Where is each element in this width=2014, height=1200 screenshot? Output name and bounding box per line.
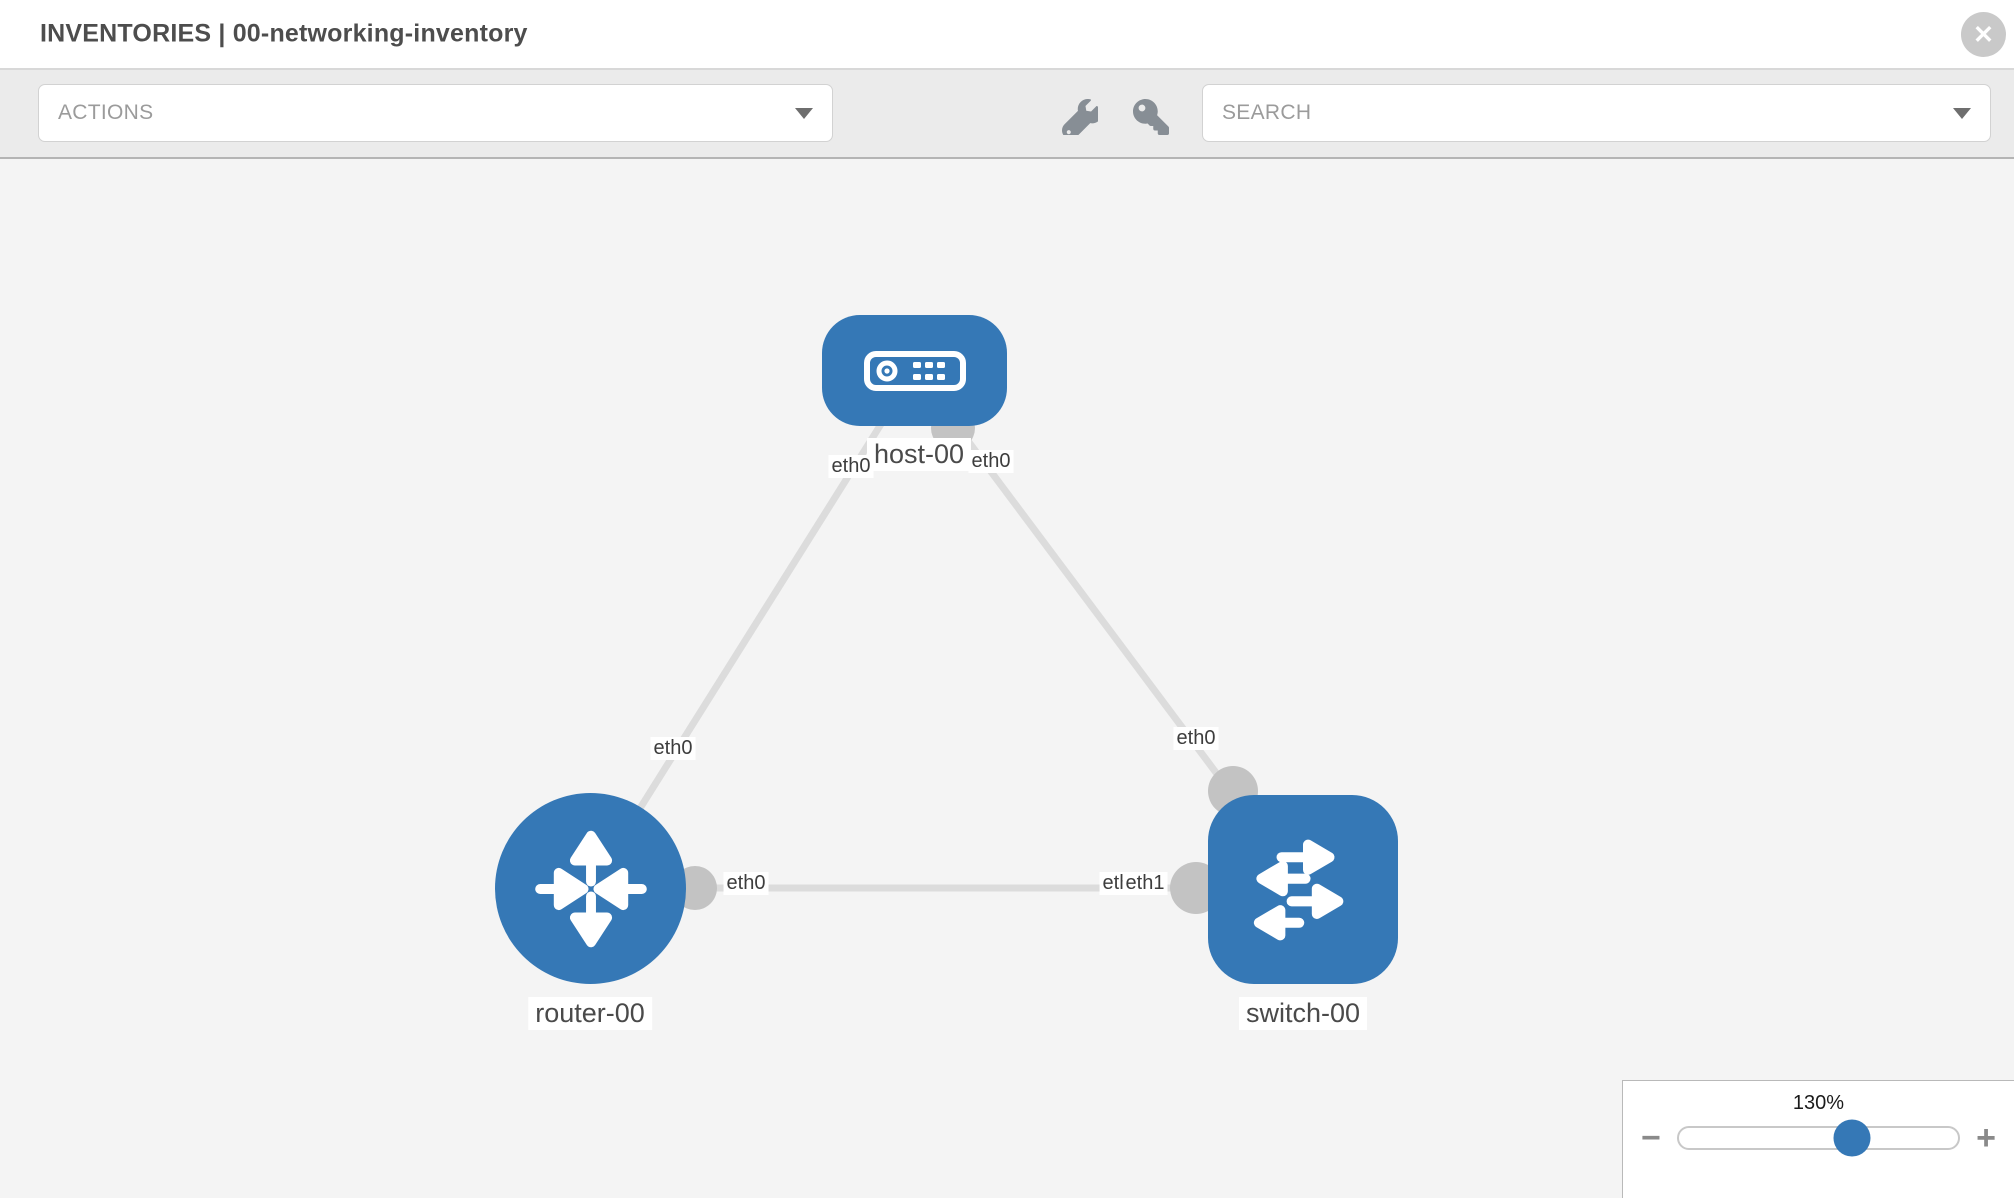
close-icon[interactable]: ✕ (1961, 12, 2006, 57)
close-glyph: ✕ (1973, 20, 1994, 49)
zoom-in-button[interactable]: + (1976, 1119, 1996, 1157)
topology-links-layer (587, 367, 1306, 914)
node-router-00[interactable] (495, 793, 686, 984)
header: INVENTORIES | 00-networking-inventory ✕ (0, 0, 2014, 70)
interface-label-router-top: eth0 (650, 737, 696, 760)
page-title: INVENTORIES | 00-networking-inventory (40, 19, 528, 48)
actions-dropdown-label: ACTIONS (58, 101, 154, 124)
interface-label-router-right: eth0 (723, 872, 769, 895)
zoom-panel: 130% − + (1622, 1080, 2014, 1198)
host-icon (863, 350, 966, 391)
switch-icon (1253, 839, 1344, 940)
interface-label-host-left: eth0 (828, 455, 874, 478)
interface-label-host-right: eth0 (968, 450, 1014, 473)
search-placeholder: SEARCH (1222, 101, 1312, 124)
actions-dropdown[interactable]: ACTIONS (38, 84, 833, 142)
node-label-router: router-00 (528, 997, 652, 1030)
interface-label-switch-left-top: eth1 (1122, 872, 1168, 895)
zoom-level: 130% (1792, 1092, 1845, 1114)
zoom-slider[interactable] (1676, 1119, 1961, 1157)
node-switch-00[interactable] (1208, 795, 1398, 984)
search-dropdown[interactable]: SEARCH (1202, 84, 1991, 142)
node-label-switch: switch-00 (1238, 997, 1368, 1030)
zoom-out-button[interactable]: − (1641, 1119, 1661, 1157)
interface-label-switch-top: eth0 (1173, 727, 1219, 750)
node-host-00[interactable] (822, 315, 1007, 426)
router-icon (534, 830, 647, 947)
topology-canvas[interactable]: host-00 router-00 switch-00 eth0 eth0 et… (0, 159, 2014, 1198)
key-icon[interactable] (1133, 99, 1169, 135)
zoom-slider-thumb[interactable] (1833, 1119, 1871, 1157)
chevron-down-icon (795, 107, 813, 119)
node-label-host: host-00 (866, 438, 972, 471)
chevron-down-icon (1953, 107, 1971, 119)
wrench-icon[interactable] (1062, 98, 1103, 140)
toolbar: ACTIONS SEARCH (0, 70, 2014, 159)
